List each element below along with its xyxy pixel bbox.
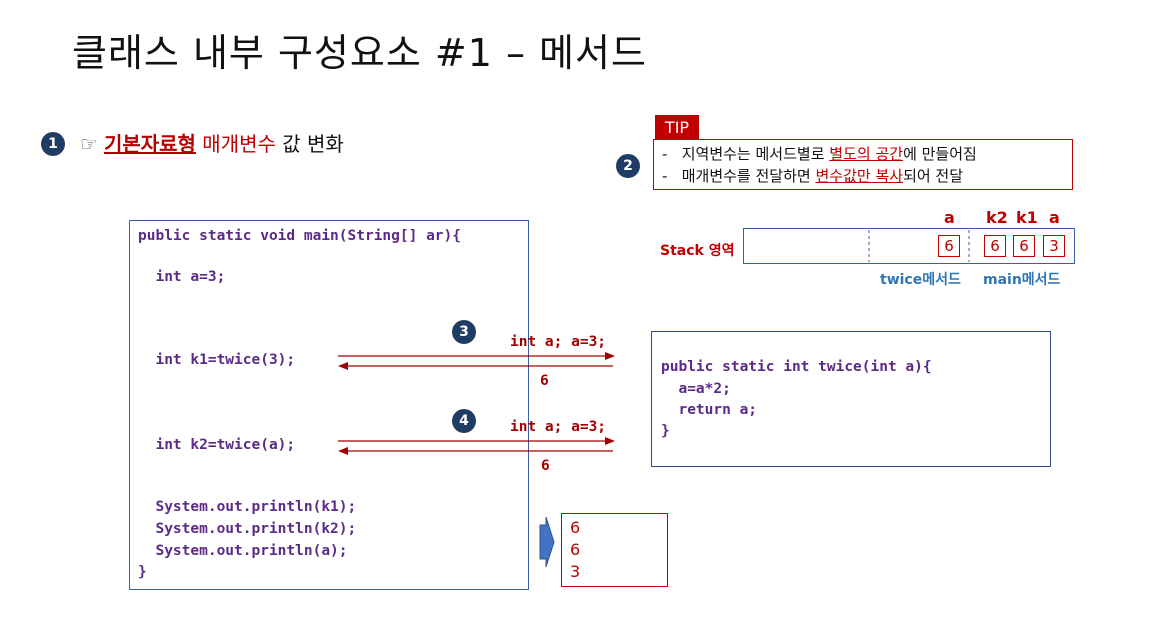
step-badge-3: 3	[452, 320, 476, 344]
tip-highlight: 별도의 공간	[829, 145, 904, 163]
call-return-label: 6	[541, 458, 550, 474]
tip-text: 지역변수는 메서드별로	[681, 145, 830, 163]
code-line: public static void main(String[] ar){	[138, 228, 462, 244]
stack-divider-lines	[868, 230, 970, 262]
pointing-hand-icon: ☞	[80, 132, 98, 156]
section-subtitle: ☞기본자료형 매개변수 값 변화	[80, 128, 344, 157]
call-arrows-1	[338, 352, 615, 370]
frame-label-main: main메서드	[983, 272, 1061, 288]
subtitle-keyword: 기본자료형	[103, 132, 196, 156]
call-send-label: int a; a=3;	[510, 419, 607, 435]
tip-text: 매개변수를 전달하면	[681, 167, 816, 185]
code-line: return a;	[661, 402, 758, 418]
tip-dash: -	[662, 145, 668, 163]
console-output-box: 6 6 3	[561, 513, 668, 587]
call-return-label: 6	[540, 373, 549, 389]
stack-var-header: k1	[1016, 208, 1038, 227]
stack-var-header: a	[944, 208, 955, 227]
call-send-label: int a; a=3;	[510, 334, 607, 350]
step-badge-2: 2	[616, 154, 640, 178]
main-method-box	[129, 220, 529, 590]
code-line: System.out.println(k1);	[138, 499, 357, 515]
subtitle-param: 매개변수	[202, 132, 276, 156]
twice-method-box	[651, 331, 1051, 467]
code-line: }	[661, 423, 670, 439]
tip-text: 에 만들어짐	[903, 145, 977, 163]
tip-line-1: - 지역변수는 메서드별로 별도의 공간에 만들어짐	[662, 143, 1064, 165]
tip-dash: -	[662, 167, 668, 185]
code-line: int k2=twice(a);	[138, 437, 296, 453]
tip-label: TIP	[655, 115, 699, 139]
page-title: 클래스 내부 구성요소 #1 – 메서드	[72, 31, 647, 75]
stack-memory-box	[743, 228, 1075, 264]
frame-label-twice: twice메서드	[880, 272, 961, 288]
stack-var-header: a	[1049, 208, 1060, 227]
tip-box: - 지역변수는 메서드별로 별도의 공간에 만들어짐 - 매개변수를 전달하면 …	[653, 139, 1073, 190]
call-arrows-2	[338, 437, 615, 455]
code-line: public static int twice(int a){	[661, 359, 932, 375]
code-line: a=a*2;	[661, 381, 731, 397]
tip-highlight: 변수값만 복사	[815, 167, 904, 185]
output-line: 6	[570, 518, 581, 537]
output-arrow-icon	[539, 516, 555, 568]
stack-cell: 6	[1013, 235, 1035, 257]
step-badge-1: 1	[41, 132, 65, 156]
stack-cell: 6	[984, 235, 1006, 257]
stack-cell: 6	[938, 235, 960, 257]
stack-cell: 3	[1043, 235, 1065, 257]
stack-label: Stack 영역	[660, 243, 735, 259]
step-badge-4: 4	[452, 409, 476, 433]
subtitle-rest: 값 변화	[275, 132, 344, 156]
tip-line-2: - 매개변수를 전달하면 변수값만 복사되어 전달	[662, 165, 1064, 187]
code-line: }	[138, 564, 147, 580]
code-line: System.out.println(a);	[138, 543, 348, 559]
code-line: int a=3;	[138, 269, 226, 285]
code-line: int k1=twice(3);	[138, 352, 296, 368]
output-line: 3	[570, 562, 581, 581]
stack-var-header: k2	[986, 208, 1008, 227]
tip-text: 되어 전달	[903, 167, 964, 185]
code-line: System.out.println(k2);	[138, 521, 357, 537]
output-line: 6	[570, 540, 581, 559]
